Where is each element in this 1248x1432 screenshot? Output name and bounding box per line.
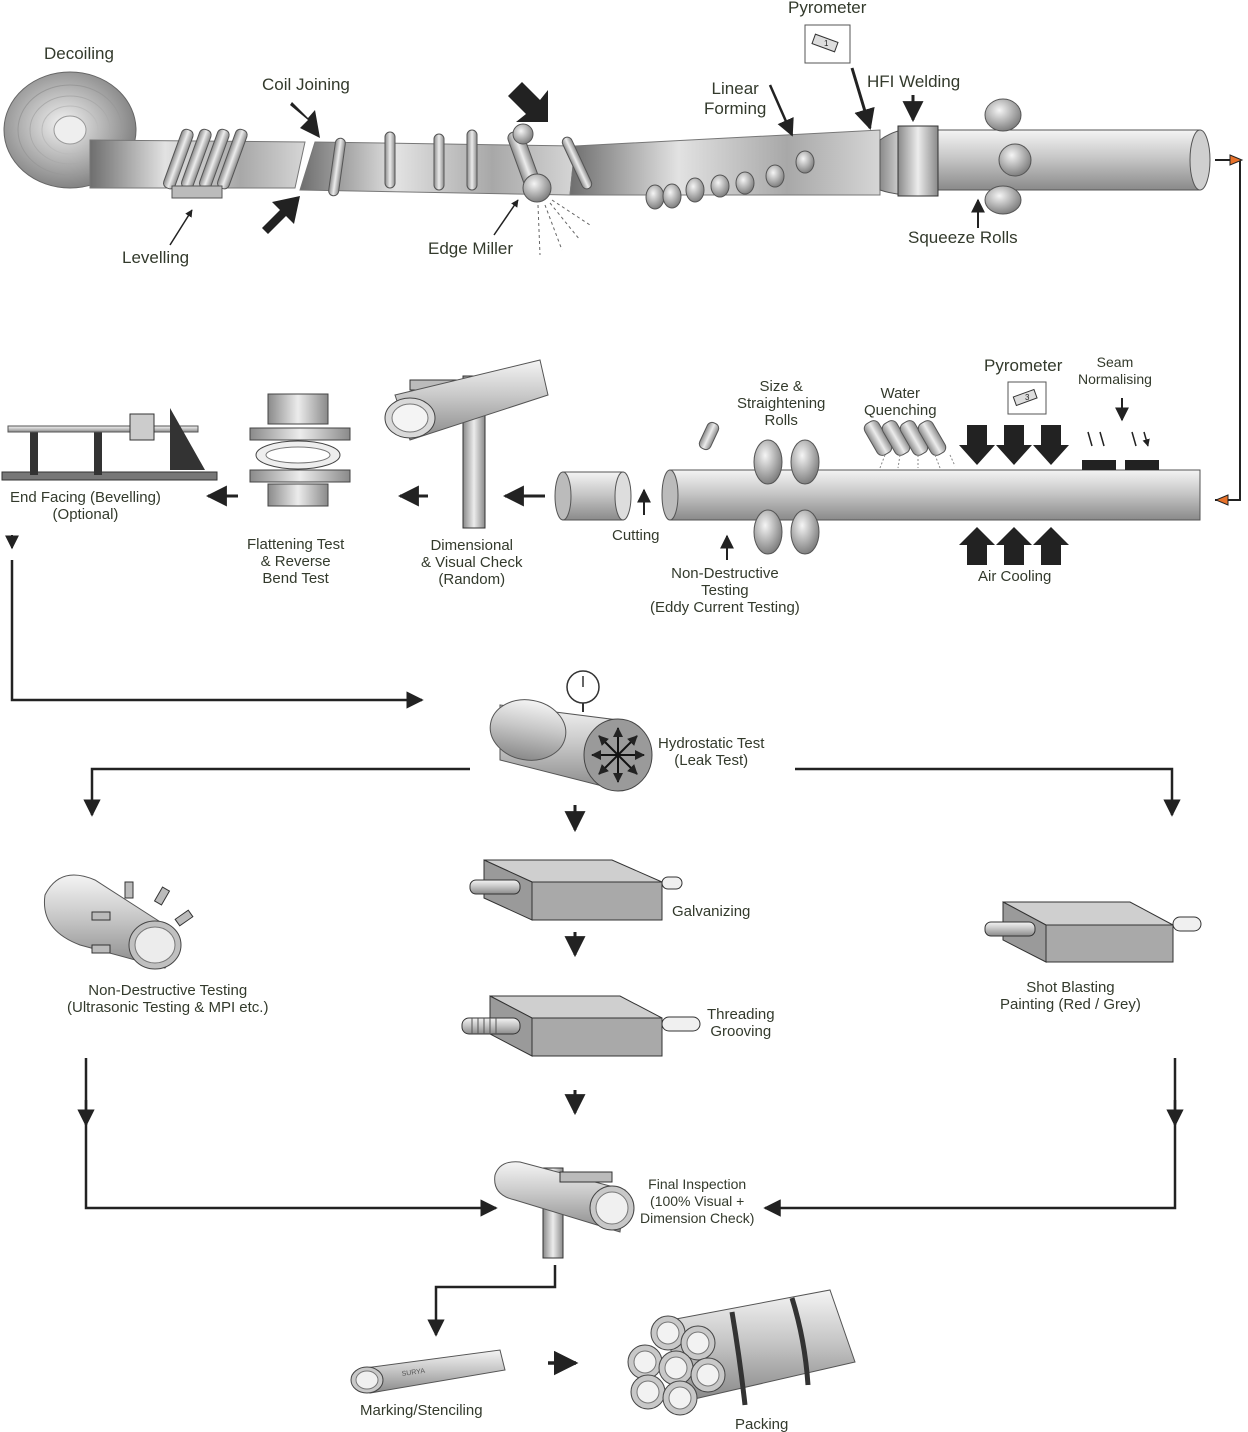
row2-small-arrows [205,485,734,560]
size-straightening-rolls [698,421,820,555]
edge-miller-label: Edge Miller [428,239,514,258]
threading-label: Threading Grooving [707,1006,775,1040]
marking-label: Marking/Stenciling [360,1402,483,1419]
flattening-label: Flattening Test & Reverse Bend Test [247,536,345,587]
stencil-text: SURYA [401,1368,426,1378]
shot-blasting-box [984,901,1202,963]
ndt-ultrasonic-pipe [43,874,194,970]
water-quenching-label: Water Quenching [864,385,937,419]
final-to-marking-arrow [427,1265,579,1376]
ndt-eddy-label: Non-Destructive Testing (Eddy Current Te… [650,565,800,616]
row-connector-right [1214,154,1244,506]
dimensional-label: Dimensional & Visual Check (Random) [421,537,523,588]
pyrometer-2-label: Pyrometer [984,356,1063,375]
final-inspection-stand [494,1161,635,1259]
pyrometer-2-device [1007,381,1047,415]
welded-pipe-row1 [879,98,1211,215]
hydrostatic-pipe [489,670,653,792]
pyrometer-2-number: 3 [1025,393,1030,402]
squeeze-rolls-label: Squeeze Rolls [908,228,1018,247]
galvanizing-label: Galvanizing [672,903,751,920]
hydro-branch-arrows [83,767,1181,1116]
final-inspection-label: Final Inspection (100% Visual + Dimensio… [640,1176,755,1226]
side-return-arrows [77,1058,1184,1217]
water-quench-nozzles [863,420,956,469]
forming-rollers [328,129,593,197]
packing-bundle [627,1289,856,1416]
air-cooling-label: Air Cooling [978,568,1052,585]
threading-box [461,995,701,1057]
row1-arrows [169,67,985,246]
edge-miller-unit [507,123,591,256]
pyrometer-1-number: 1 [824,39,829,48]
levelling-label: Levelling [122,248,190,267]
linear-forming-label: Linear Forming [704,79,767,118]
packing-label: Packing [735,1416,789,1432]
galvanizing-box [469,859,683,921]
end-facing-machine [1,408,218,481]
coil-joining-label: Coil Joining [262,75,350,94]
ndt-ultrasonic-label: Non-Destructive Testing (Ultrasonic Test… [67,982,269,1016]
size-straightening-label: Size & Straightening Rolls [737,378,826,429]
connector-left [5,535,424,709]
seam-normaliser [1082,398,1159,470]
shot-blasting-label: Shot Blasting Painting (Red / Grey) [1000,979,1141,1013]
hydrostatic-label: Hydrostatic Test (Leak Test) [658,735,765,769]
decoiling-label: Decoiling [44,44,114,63]
pipe-row2 [554,469,1201,521]
flattening-test-press [249,393,351,507]
air-heat-arrows [959,425,1069,565]
end-facing-label: End Facing (Bevelling) (Optional) [10,489,161,523]
hfi-welding-label: HFI Welding [867,72,961,91]
seam-normalising-label: Seam Normalising [1078,354,1152,387]
levelling-rollers [163,128,248,199]
marking-pipe [350,1349,506,1394]
linear-forming-rolls [645,150,815,210]
pyrometer-1-label: Pyrometer [788,0,867,17]
cutting-label: Cutting [612,527,660,544]
pyrometer-1-device [804,24,851,64]
dimensional-check-stand [384,359,549,529]
